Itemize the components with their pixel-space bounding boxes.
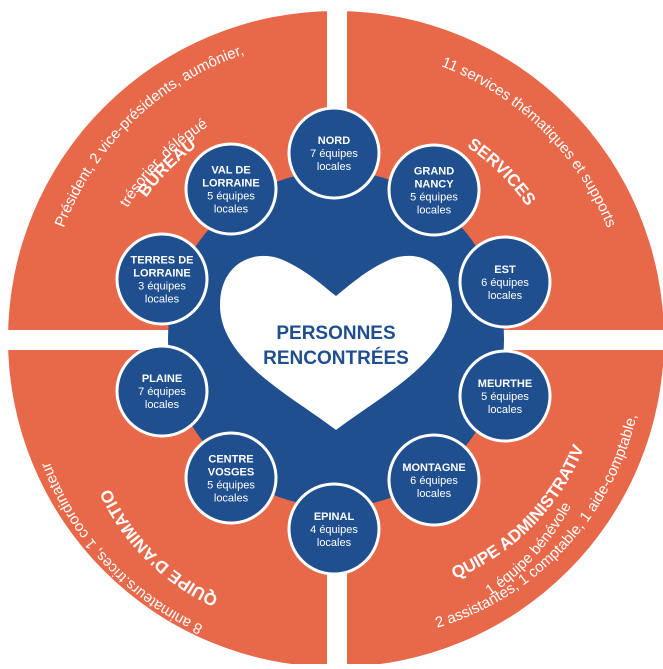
local-group-unit: locales [317,537,352,549]
local-group-name: GRAND [414,166,454,178]
local-group-count: 7 équipes [310,148,358,160]
local-group-circle [458,235,552,329]
local-group-circle [387,433,481,527]
local-group-count: 7 équipes [138,386,186,398]
local-group-unit: locales [145,399,180,411]
local-group-unit: locales [417,488,452,500]
local-group-name: LORRAINE [133,268,190,280]
local-group-unit: locales [214,204,249,216]
local-group-unit: locales [488,404,523,416]
local-group-name: EST [494,264,516,276]
local-group-circle [115,232,209,326]
local-group-name: VOSGES [208,467,254,479]
local-group-count: 6 équipes [481,277,529,289]
local-group-count: 5 équipes [481,391,529,403]
local-group-count: 4 équipes [310,524,358,536]
local-group-circle [287,106,381,200]
local-group-name: EPINAL [314,511,355,523]
local-group-name: LORRAINE [202,178,259,190]
local-group-unit: locales [417,205,452,217]
local-group-circle [458,349,552,443]
local-group-count: 5 équipes [410,192,458,204]
local-group-name: PLAINE [142,373,182,385]
local-group-count: 3 équipes [138,281,186,293]
local-group-unit: locales [317,161,352,173]
heart-shape [220,255,452,430]
local-group-circle [387,143,481,237]
local-group-name: VAL DE [211,165,250,177]
local-group-circle [184,431,278,525]
local-group-circle [184,142,278,236]
local-group-name: MEURTHE [478,378,532,390]
center-title-line-1: PERSONNES [276,323,395,344]
local-group-circle [287,482,381,576]
local-group-count: 5 équipes [207,191,255,203]
local-group-name: NANCY [414,179,454,191]
local-group-circle [115,344,209,438]
local-group-unit: locales [488,290,523,302]
center-title-line-2: RENCONTRÉES [263,347,409,369]
local-group-name: CENTRE [208,454,253,466]
local-group-name: MONTAGNE [402,462,465,474]
local-group-name: NORD [318,135,350,147]
local-group-name: TERRES DE [131,255,194,267]
local-group-unit: locales [145,294,180,306]
local-group-unit: locales [214,493,249,505]
local-group-count: 6 équipes [410,475,458,487]
local-group-count: 5 équipes [207,480,255,492]
